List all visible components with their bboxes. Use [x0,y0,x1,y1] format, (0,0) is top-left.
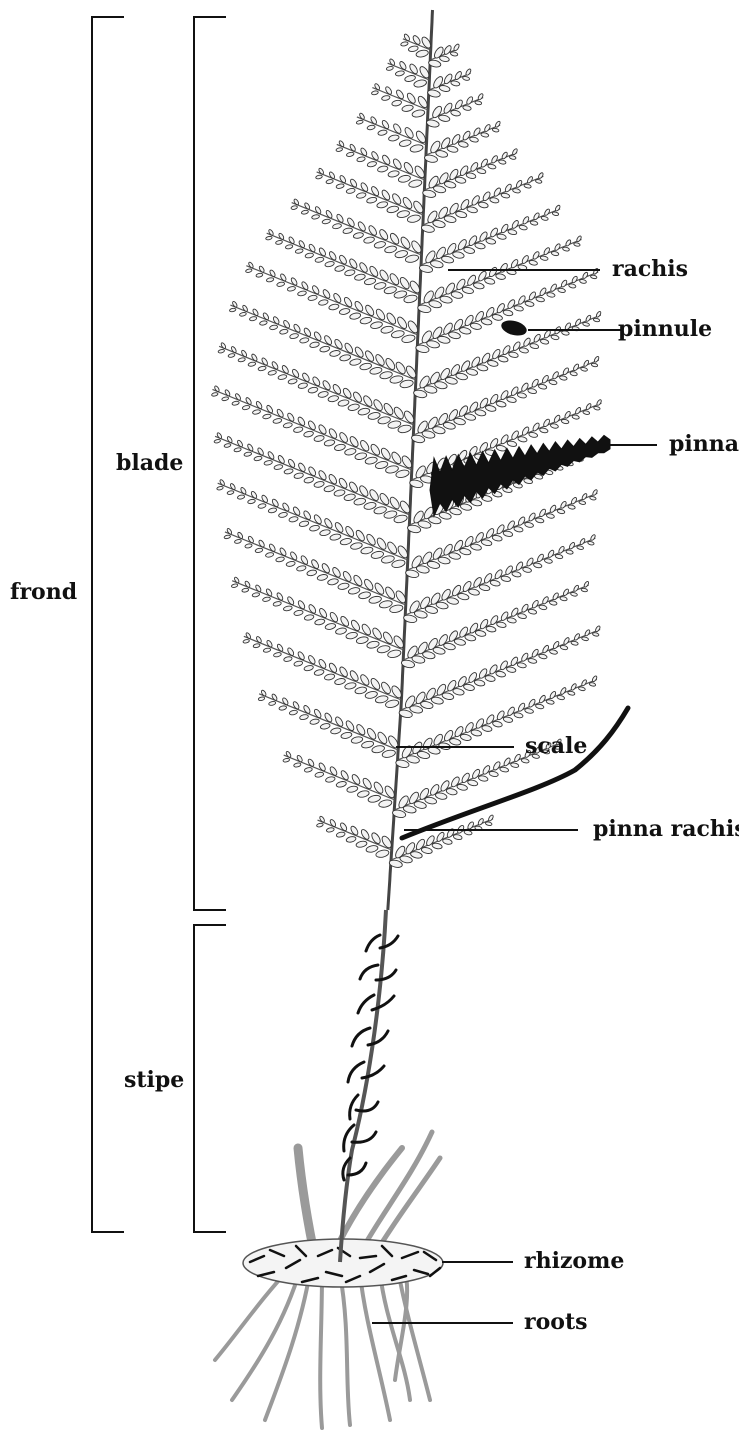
stipe-label: stipe [124,1067,184,1093]
rhizome-label: rhizome [524,1248,624,1274]
frond-label: frond [10,579,77,605]
blade-label: blade [116,450,183,476]
pinna-rachis-label: pinna rachis [593,816,739,842]
roots-drawing [215,1268,430,1428]
rachis-label: rachis [612,256,688,282]
stipe-bracket [194,925,226,1232]
pinnule-highlight [500,318,529,338]
blade-bracket [194,17,226,910]
pinna-label: pinna [669,431,739,457]
pinnule-label: pinnule [618,316,712,342]
scale-label: scale [525,733,587,759]
frond-bracket [92,17,124,1232]
roots-label: roots [524,1309,588,1335]
